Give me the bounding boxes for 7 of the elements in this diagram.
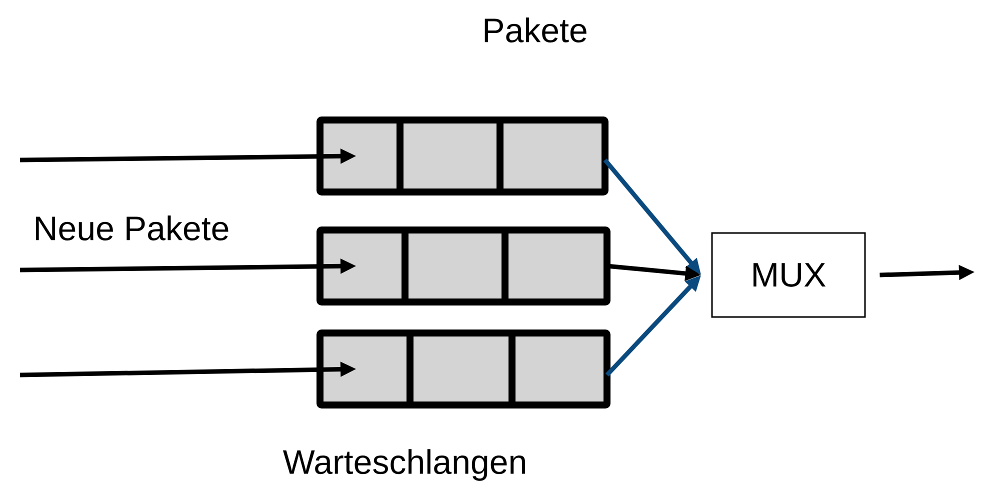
text-label: Neue Pakete [36, 216, 228, 240]
text-label: Pakete [484, 18, 586, 42]
queue-box [316, 329, 610, 408]
mux-box: MUX [711, 232, 866, 318]
queue-box [316, 226, 610, 306]
text-label: Warteschlangen [282, 449, 525, 481]
queue-box [316, 116, 608, 196]
